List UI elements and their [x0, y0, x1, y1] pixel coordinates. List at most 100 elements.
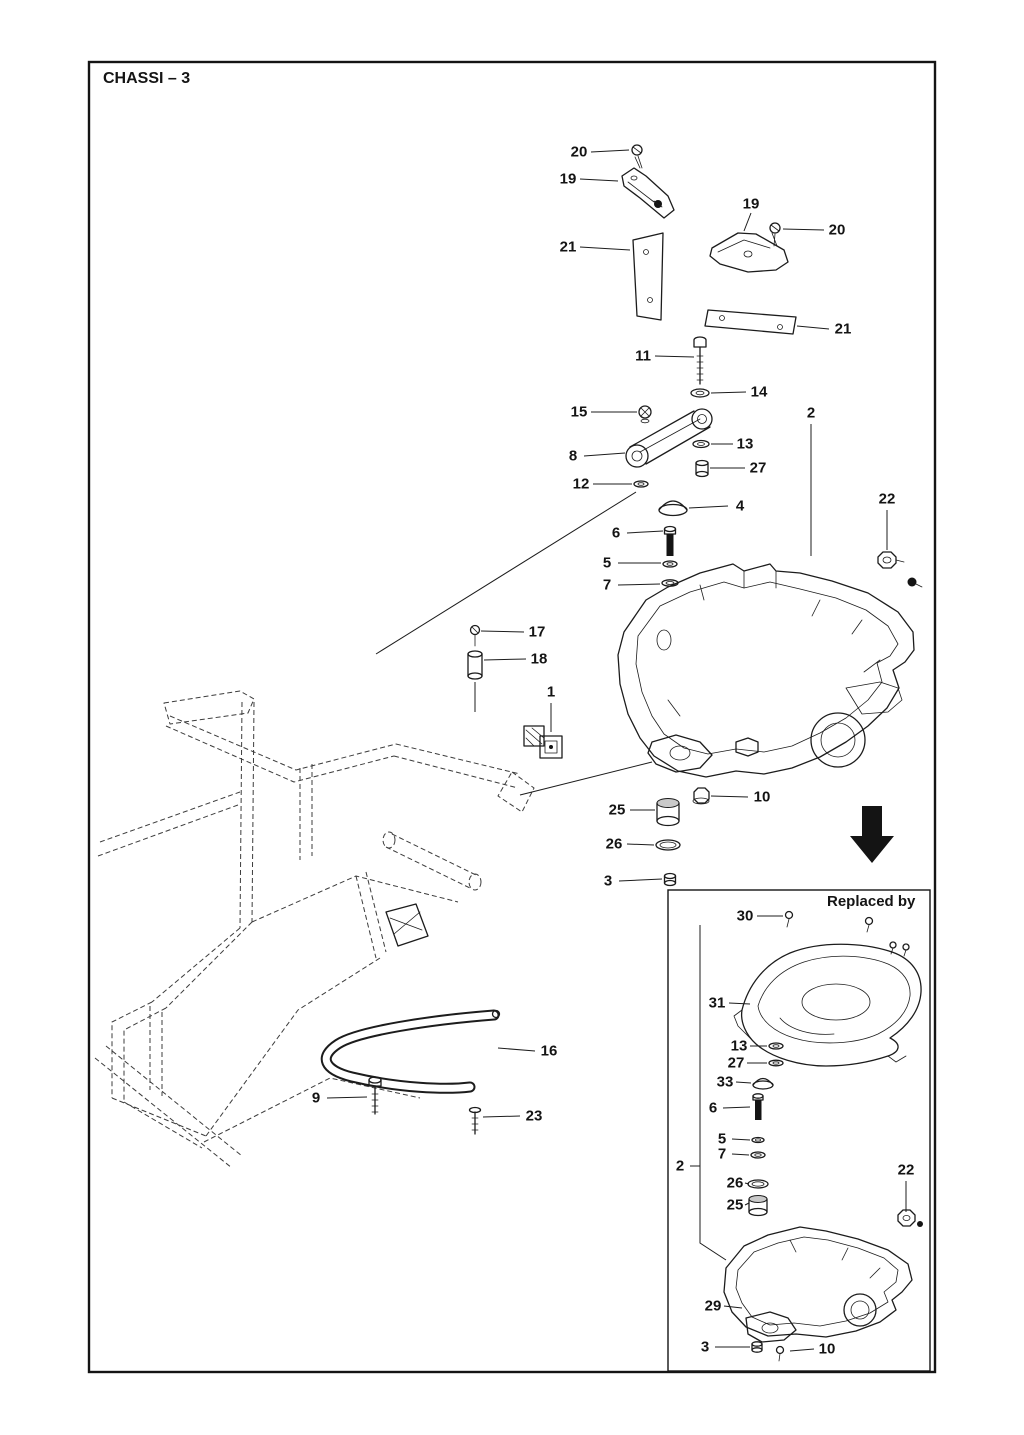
part-18-spacer	[467, 650, 483, 680]
part-6-bolt	[663, 525, 677, 556]
leader-line-3	[618, 878, 663, 882]
leader-line-23	[482, 1115, 521, 1118]
leader-line-4	[688, 505, 729, 509]
callout-14: 14	[750, 383, 768, 401]
part-19-bracket-right	[709, 232, 789, 273]
part-4-cap	[658, 500, 688, 517]
page-border	[87, 60, 937, 1374]
leader-line-25	[744, 1202, 750, 1206]
callout-13: 13	[736, 435, 754, 453]
callout-9: 9	[311, 1089, 321, 1107]
part-13-washer-replaced	[768, 1042, 784, 1050]
callout-7: 7	[717, 1145, 727, 1163]
callout-25: 25	[726, 1196, 744, 1214]
part-31-cover	[733, 943, 922, 1067]
part-2-bracket-line	[699, 925, 727, 1261]
callout-22: 22	[878, 490, 896, 508]
leader-lines	[326, 149, 907, 1352]
leader-line-8	[583, 452, 626, 457]
frame-bracket-detail	[385, 903, 429, 947]
callout-19: 19	[559, 170, 577, 188]
page-title: CHASSI – 3	[103, 70, 191, 87]
leader-line-6	[626, 530, 664, 534]
callout-4: 4	[735, 497, 745, 515]
leader-line-26	[626, 843, 655, 846]
part-22-nut-replaced	[897, 1209, 923, 1227]
leader-line-14	[710, 391, 747, 394]
callout-6: 6	[708, 1099, 718, 1117]
callout-21: 21	[559, 238, 577, 256]
callout-29: 29	[704, 1297, 722, 1315]
callout-31: 31	[708, 994, 726, 1012]
part-33-cap	[752, 1077, 774, 1090]
part-15-screw	[638, 405, 652, 424]
leader-line-10	[789, 1348, 815, 1352]
part-19-bracket-left	[621, 167, 675, 219]
callout-25: 25	[608, 801, 626, 819]
part-10-nut	[692, 787, 710, 805]
replaced-by-arrow	[850, 806, 894, 863]
reference-lines	[375, 491, 653, 796]
part-10-screw-replaced	[775, 1345, 785, 1362]
part-20-screw-top	[631, 144, 643, 169]
leader-line-21	[579, 246, 631, 251]
callout-2: 2	[675, 1157, 685, 1175]
callout-21: 21	[834, 320, 852, 338]
part-21-plate-left	[632, 232, 664, 321]
callout-2: 2	[806, 404, 816, 422]
callout-1: 1	[546, 683, 556, 701]
callout-10: 10	[753, 788, 771, 806]
callout-11: 11	[635, 347, 651, 365]
part-30-screws	[784, 910, 910, 957]
replaced-by-label: Replaced by	[827, 893, 916, 910]
callout-30: 30	[736, 907, 754, 925]
part-5-washer-replaced	[751, 1136, 765, 1144]
callout-12: 12	[572, 475, 590, 493]
part-2-chassis-casting	[617, 563, 915, 778]
part-22-nut	[877, 551, 923, 588]
leader-line-16	[497, 1047, 536, 1052]
part-27-washer-replaced	[768, 1059, 784, 1067]
callout-18: 18	[530, 650, 548, 668]
callout-20: 20	[828, 221, 846, 239]
callout-17: 17	[528, 623, 546, 641]
callout-15: 15	[570, 403, 588, 421]
callout-7: 7	[602, 576, 612, 594]
leader-line-5	[731, 1138, 751, 1141]
leader-line-33	[735, 1081, 752, 1084]
callout-3: 3	[603, 872, 613, 890]
leader-line-11	[654, 355, 695, 358]
leader-line-20	[590, 149, 630, 153]
callout-19: 19	[742, 195, 760, 213]
callout-13: 13	[730, 1037, 748, 1055]
leader-line-7	[617, 583, 661, 586]
part-17-screw	[469, 624, 481, 647]
part-26-ring	[655, 839, 681, 851]
part-1-damper-block	[523, 725, 563, 759]
part-12-washer	[633, 480, 649, 488]
leader-line-9	[326, 1096, 368, 1099]
callout-26: 26	[605, 835, 623, 853]
leader-line-6	[722, 1106, 751, 1109]
callout-27: 27	[727, 1054, 745, 1072]
leader-line-19	[743, 212, 752, 232]
callout-6: 6	[611, 524, 621, 542]
leader-line-20	[782, 228, 825, 231]
leader-line-19	[579, 178, 619, 182]
leader-line-10	[710, 795, 749, 798]
callout-5: 5	[602, 554, 612, 572]
tractor-frame-ghost	[94, 690, 535, 1169]
callout-20: 20	[570, 143, 588, 161]
part-14-washer	[690, 388, 710, 398]
part-27-bushing	[695, 459, 709, 478]
callout-22: 22	[897, 1161, 915, 1179]
part-23-screw	[468, 1106, 482, 1135]
leader-line-7	[731, 1153, 750, 1156]
part-3-nut	[663, 872, 677, 887]
part-16-u-bar	[320, 1009, 501, 1094]
part-8-link-rod	[625, 408, 713, 468]
part-7-washer-replaced	[750, 1151, 766, 1159]
part-13-washer	[692, 439, 710, 449]
replaced-by-box	[667, 889, 931, 1372]
